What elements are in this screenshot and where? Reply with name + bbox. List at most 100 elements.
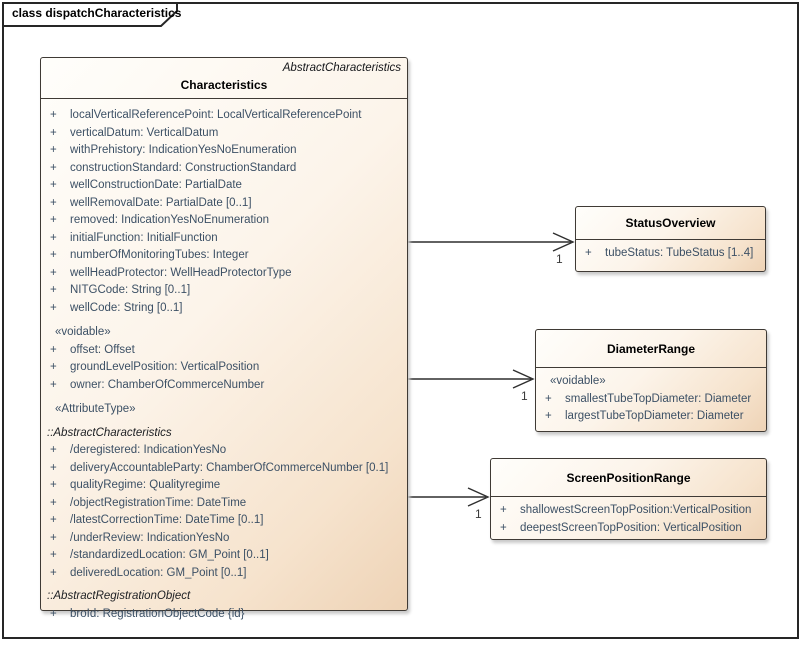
member-text: /latestCorrectionTime: DateTime [0..1] — [70, 514, 264, 526]
class-box-status-overview[interactable]: StatusOverview + tubeStatus: TubeStatus … — [575, 206, 766, 272]
visibility-plus: + — [50, 531, 57, 544]
class-member-row: ::AbstractCharacteristics — [41, 425, 407, 443]
member-text: removed: IndicationYesNoEnumeration — [70, 214, 270, 226]
member-text: ::AbstractCharacteristics — [47, 426, 172, 439]
class-member-row: «voidable» — [536, 373, 766, 391]
class-member-row: + /latestCorrectionTime: DateTime [0..1] — [41, 512, 407, 530]
member-text: largestTubeTopDiameter: Diameter — [565, 410, 744, 422]
member-text: numberOfMonitoringTubes: Integer — [70, 249, 249, 261]
member-text: initialFunction: InitialFunction — [70, 231, 218, 244]
class-box-screen-position-range[interactable]: ScreenPositionRange + shallowestScreenTo… — [490, 458, 767, 540]
parent-classifier-name: AbstractCharacteristics — [282, 62, 401, 74]
class-header: StatusOverview — [576, 207, 765, 240]
class-member-row: + shallowestScreenTopPosition:VerticalPo… — [491, 502, 766, 520]
visibility-plus: + — [585, 247, 592, 259]
diagram-frame-tab: class dispatchCharacteristics — [2, 2, 182, 28]
member-text: withPrehistory: IndicationYesNoEnumerati… — [70, 144, 297, 156]
class-member-row: + wellCode: String [0..1] — [41, 300, 407, 318]
attributes-compartment: + tubeStatus: TubeStatus [1..4] — [576, 240, 765, 263]
visibility-plus: + — [50, 196, 57, 209]
member-text: owner: ChamberOfCommerceNumber — [70, 378, 265, 391]
member-text: groundLevelPosition: VerticalPosition — [70, 361, 260, 373]
visibility-plus: + — [545, 392, 552, 405]
visibility-plus: + — [500, 521, 507, 534]
member-text: /underReview: IndicationYesNo — [70, 531, 230, 544]
diagram-title: class dispatchCharacteristics — [12, 6, 182, 20]
class-member-row: + initialFunction: InitialFunction — [41, 230, 407, 248]
member-text: /deregistered: IndicationYesNo — [70, 444, 227, 456]
visibility-plus: + — [50, 378, 57, 391]
member-text: smallestTubeTopDiameter: Diameter — [565, 392, 752, 405]
class-name: Characteristics — [180, 78, 268, 92]
class-member-row: ::AbstractRegistrationObject — [41, 588, 407, 606]
member-text: «voidable» — [550, 375, 606, 387]
class-name: ScreenPositionRange — [566, 470, 691, 485]
class-box-diameter-range[interactable]: DiameterRange «voidable» + smallestTubeT… — [535, 329, 767, 432]
member-text: ::AbstractRegistrationObject — [47, 590, 191, 602]
visibility-plus: + — [50, 549, 57, 561]
class-member-row: + /standardizedLocation: GM_Point [0..1] — [41, 547, 407, 565]
class-member-row: + deepestScreenTopPosition: VerticalPosi… — [491, 520, 766, 538]
member-text: wellCode: String [0..1] — [70, 301, 183, 314]
member-text: «voidable» — [55, 326, 111, 338]
member-text: wellHeadProtector: WellHeadProtectorType — [70, 266, 292, 279]
class-member-row: + numberOfMonitoringTubes: Integer — [41, 247, 407, 265]
member-text: «AttributeType» — [55, 403, 136, 415]
class-member-row: + smallestTubeTopDiameter: Diameter — [536, 391, 766, 409]
class-member-row: «voidable» — [41, 324, 407, 342]
class-member-row: + deliveryAccountableParty: ChamberOfCom… — [41, 460, 407, 478]
visibility-plus: + — [50, 607, 57, 620]
member-text: wellRemovalDate: PartialDate [0..1] — [70, 196, 252, 209]
class-member-row: + /objectRegistrationTime: DateTime — [41, 495, 407, 513]
attributes-compartment: «voidable» + smallestTubeTopDiameter: Di… — [536, 368, 766, 426]
class-member-row: + wellHeadProtector: WellHeadProtectorTy… — [41, 265, 407, 283]
visibility-plus: + — [50, 249, 57, 261]
class-member-row: + largestTubeTopDiameter: Diameter — [536, 408, 766, 426]
visibility-plus: + — [50, 514, 57, 526]
class-name: DiameterRange — [606, 341, 696, 356]
member-text: deliveredLocation: GM_Point [0..1] — [70, 566, 247, 579]
member-text: /objectRegistrationTime: DateTime — [70, 496, 247, 509]
visibility-plus: + — [50, 179, 57, 191]
class-member-row: + qualityRegime: Qualityregime — [41, 477, 407, 495]
member-text: localVerticalReferencePoint: LocalVertic… — [70, 109, 362, 121]
visibility-plus: + — [50, 301, 57, 314]
class-member-row: «AttributeType» — [41, 401, 407, 419]
member-text: deepestScreenTopPosition: VerticalPositi… — [520, 521, 742, 534]
class-member-row: + owner: ChamberOfCommerceNumber — [41, 377, 407, 395]
visibility-plus: + — [50, 566, 57, 579]
member-text: offset: Offset — [70, 343, 135, 356]
member-text: verticalDatum: VerticalDatum — [70, 126, 219, 139]
class-header: DiameterRange — [536, 330, 766, 368]
class-member-row: + groundLevelPosition: VerticalPosition — [41, 359, 407, 377]
class-member-row: + verticalDatum: VerticalDatum — [41, 125, 407, 143]
class-member-row: + constructionStandard: ConstructionStan… — [41, 160, 407, 178]
class-member-row: + NITGCode: String [0..1] — [41, 282, 407, 300]
member-text: broId: RegistrationObjectCode {id} — [70, 607, 245, 620]
visibility-plus: + — [50, 144, 57, 156]
frame-tab-shape — [2, 2, 178, 27]
class-member-row: + tubeStatus: TubeStatus [1..4] — [576, 245, 765, 263]
class-box-characteristics[interactable]: AbstractCharacteristics Characteristics … — [40, 57, 408, 620]
member-text: qualityRegime: Qualityregime — [70, 479, 221, 491]
visibility-plus: + — [50, 496, 57, 509]
visibility-plus: + — [500, 504, 507, 516]
visibility-plus: + — [50, 444, 57, 456]
class-member-row: + offset: Offset — [41, 342, 407, 360]
class-member-row: + wellRemovalDate: PartialDate [0..1] — [41, 195, 407, 213]
member-text: tubeStatus: TubeStatus [1..4] — [605, 247, 754, 259]
attributes-compartment: + shallowestScreenTopPosition:VerticalPo… — [491, 497, 766, 537]
member-text: deliveryAccountableParty: ChamberOfComme… — [70, 461, 389, 474]
member-text: wellConstructionDate: PartialDate — [70, 179, 242, 191]
visibility-plus: + — [50, 361, 57, 373]
visibility-plus: + — [50, 479, 57, 491]
visibility-plus: + — [50, 284, 57, 296]
visibility-plus: + — [50, 126, 57, 139]
visibility-plus: + — [50, 161, 57, 174]
member-text: /standardizedLocation: GM_Point [0..1] — [70, 549, 269, 561]
class-name: StatusOverview — [625, 216, 716, 230]
visibility-plus: + — [545, 410, 552, 422]
class-member-row: + /deregistered: IndicationYesNo — [41, 442, 407, 460]
visibility-plus: + — [50, 214, 57, 226]
